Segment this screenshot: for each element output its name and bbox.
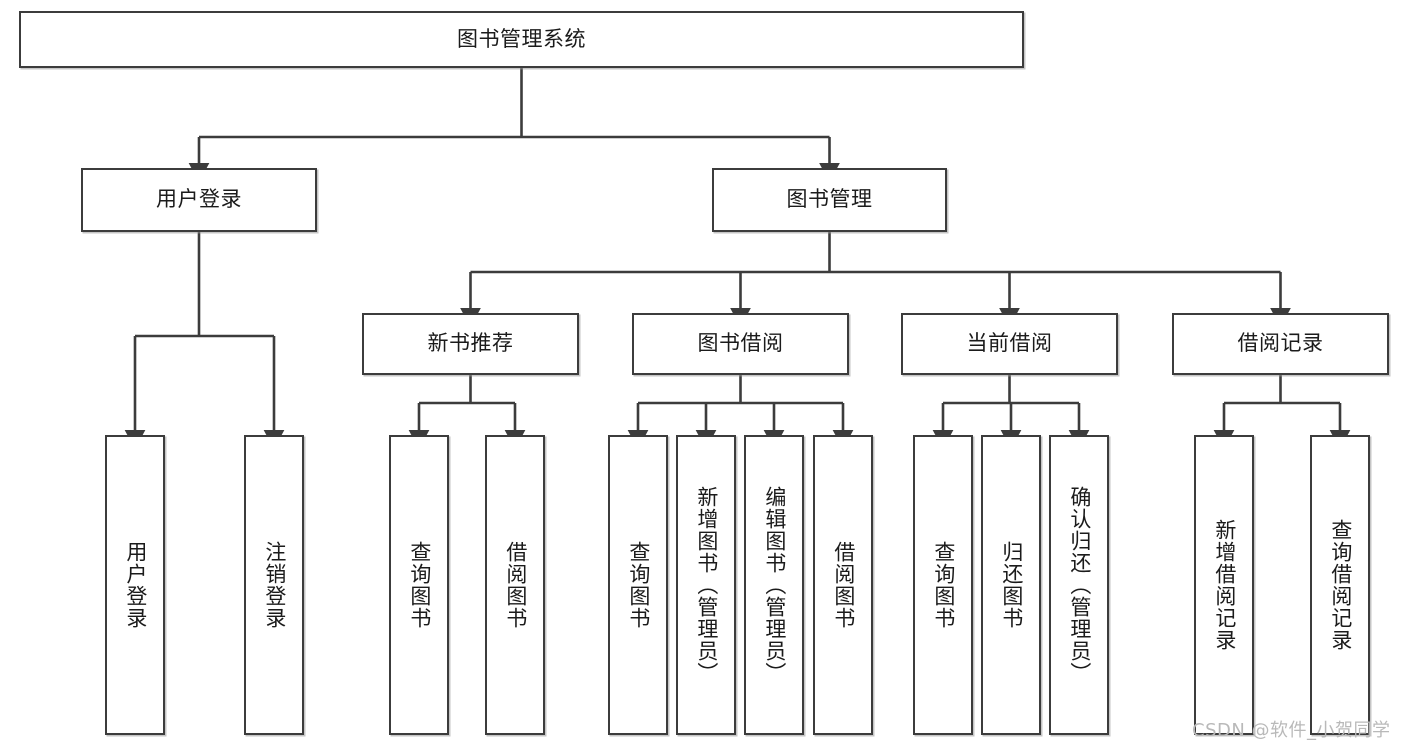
node-current-borrow[interactable]: 当前借阅	[901, 313, 1118, 375]
connectors	[124, 68, 1351, 450]
leaf-return-book[interactable]: 归还图书	[981, 435, 1041, 735]
leaf-return-book-label: 归还图书	[999, 541, 1024, 629]
node-current-borrow-label: 当前借阅	[966, 331, 1053, 356]
leaf-user-login-label: 用户登录	[123, 541, 148, 629]
node-book-manage-label: 图书管理	[786, 187, 873, 212]
leaf-query-record[interactable]: 查询借阅记录	[1310, 435, 1370, 735]
leaf-borrow-book-2[interactable]: 借阅图书	[813, 435, 873, 735]
node-user-login[interactable]: 用户登录	[81, 168, 317, 232]
node-new-book-rec[interactable]: 新书推荐	[362, 313, 579, 375]
leaf-confirm-return[interactable]: 确认归还（管理员）	[1049, 435, 1109, 735]
leaf-query-book-3[interactable]: 查询图书	[913, 435, 973, 735]
node-book-borrow[interactable]: 图书借阅	[632, 313, 849, 375]
leaf-query-book-1[interactable]: 查询图书	[389, 435, 449, 735]
node-root[interactable]: 图书管理系统	[19, 11, 1024, 68]
node-book-borrow-label: 图书借阅	[697, 331, 784, 356]
leaf-query-book-3-label: 查询图书	[931, 541, 956, 629]
node-book-manage[interactable]: 图书管理	[712, 168, 947, 232]
leaf-user-login[interactable]: 用户登录	[105, 435, 165, 735]
leaf-confirm-return-label: 确认归还（管理员）	[1067, 486, 1092, 684]
leaf-user-logout[interactable]: 注销登录	[244, 435, 304, 735]
leaf-user-logout-label: 注销登录	[262, 541, 287, 629]
leaf-borrow-book-2-label: 借阅图书	[831, 541, 856, 629]
csdn-watermark: CSDN @软件_小贺同学	[1192, 720, 1391, 741]
node-borrow-record-label: 借阅记录	[1237, 331, 1324, 356]
node-borrow-record[interactable]: 借阅记录	[1172, 313, 1389, 375]
leaf-add-book[interactable]: 新增图书（管理员）	[676, 435, 736, 735]
leaf-add-book-label: 新增图书（管理员）	[694, 486, 719, 684]
leaf-query-book-2[interactable]: 查询图书	[608, 435, 668, 735]
node-root-label: 图书管理系统	[457, 26, 586, 51]
leaf-query-record-label: 查询借阅记录	[1328, 519, 1353, 651]
leaf-edit-book[interactable]: 编辑图书（管理员）	[744, 435, 804, 735]
leaf-query-book-2-label: 查询图书	[626, 541, 651, 629]
node-new-book-rec-label: 新书推荐	[427, 331, 514, 356]
node-user-login-label: 用户登录	[156, 187, 242, 212]
leaf-query-book-1-label: 查询图书	[407, 541, 432, 629]
leaf-edit-book-label: 编辑图书（管理员）	[762, 486, 787, 684]
leaf-add-record-label: 新增借阅记录	[1212, 519, 1237, 651]
leaf-add-record[interactable]: 新增借阅记录	[1194, 435, 1254, 735]
leaf-borrow-book-1[interactable]: 借阅图书	[485, 435, 545, 735]
leaf-borrow-book-1-label: 借阅图书	[503, 541, 528, 629]
